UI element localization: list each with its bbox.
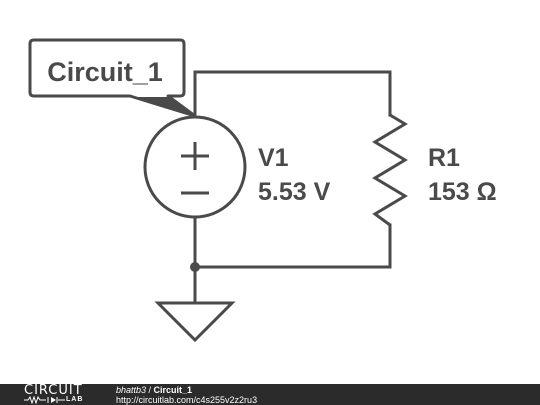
source-name: V1 [258,144,289,172]
circuitlab-logo-bottom: LAB [24,396,94,404]
logo-wave-icon [24,396,65,404]
voltage-source-v1[interactable] [143,115,247,219]
circuit-url[interactable]: http://circuitlab.com/c4s255v2z2ru3 [116,395,258,405]
author-link[interactable]: bhattb3 [116,385,147,395]
wires [193,70,392,305]
circuit-label-text: Circuit_1 [47,57,163,87]
resistor-r1[interactable] [372,113,408,227]
footer-bar: CIRCUIT LAB bhattb3 / Circuit_1 http://c… [0,384,540,405]
ground-symbol[interactable] [154,301,236,343]
circuitlab-logo-top: CIRCUIT [24,383,83,398]
resistor-value: 153 Ω [428,178,497,206]
source-value: 5.53 V [258,178,331,206]
callout-pointer [130,97,195,116]
logo-lab-text: LAB [66,396,84,403]
circuit-title: Circuit_1 [153,385,193,395]
resistor-name: R1 [428,144,460,172]
schematic-canvas: Circuit_1 V1 5.53 V R1 153 Ω [28,38,497,343]
circuit-label-callout[interactable]: Circuit_1 [28,38,197,118]
path-separator: / [146,385,154,395]
footer-title-line: bhattb3 / Circuit_1 [116,385,192,395]
junction-dot [190,262,200,272]
